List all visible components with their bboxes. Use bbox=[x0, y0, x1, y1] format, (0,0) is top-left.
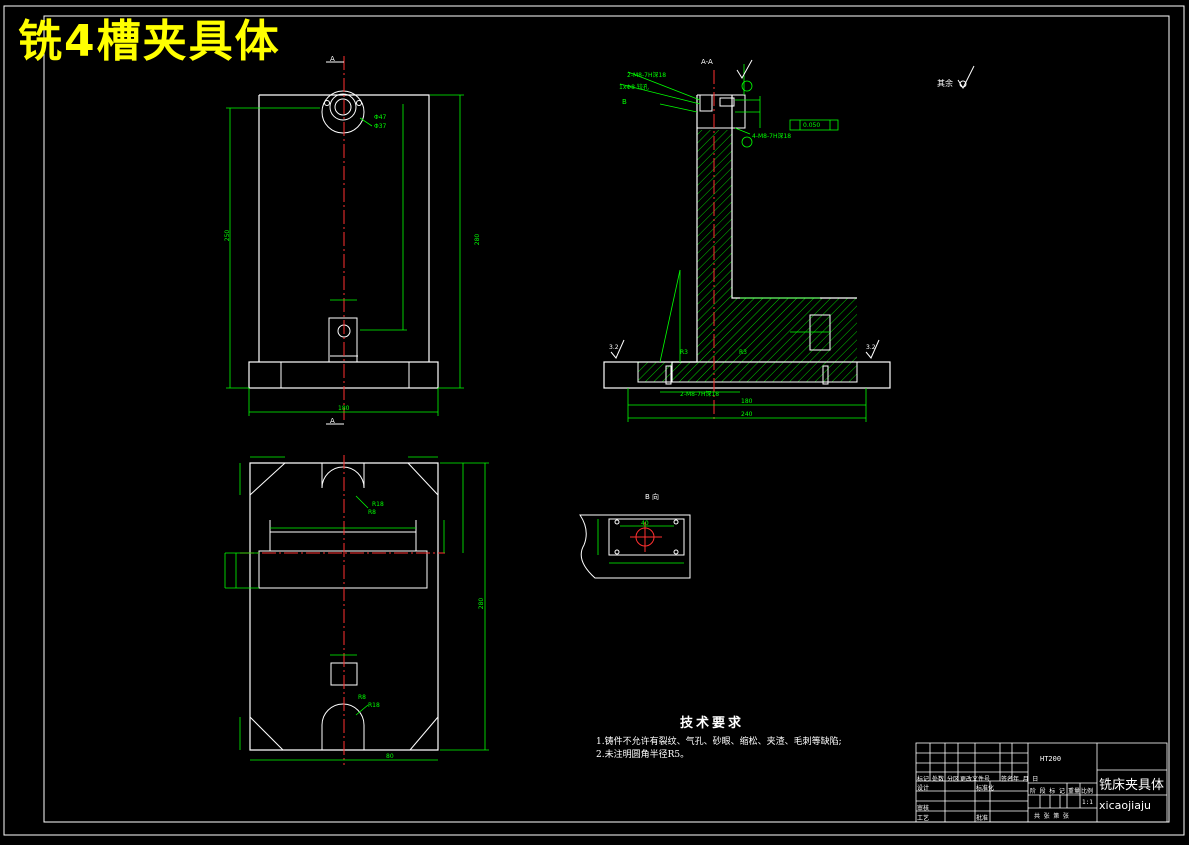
section-fillet-2: R3 bbox=[739, 349, 747, 356]
plan-width-dim: 80 bbox=[386, 753, 394, 760]
detail-dim: 40 bbox=[641, 520, 649, 527]
section-callout-1: 2-M8-7H深18 bbox=[627, 72, 667, 79]
plan-r1: R18 bbox=[372, 501, 384, 508]
title-block-part-name: 铣床夹具体 bbox=[1099, 778, 1165, 793]
title-block-material: HT200 bbox=[1040, 755, 1062, 763]
section-fillet-1: R3 bbox=[680, 349, 688, 356]
tb-header-2: 分区 bbox=[947, 776, 960, 783]
hole-dia-1: Φ47 bbox=[374, 114, 387, 121]
section-rough-1: 3.2 bbox=[609, 344, 619, 351]
plan-r3: R8 bbox=[358, 694, 366, 701]
tb-role-1: 审核 bbox=[917, 805, 930, 812]
tb-role-4: 批准 bbox=[976, 815, 989, 822]
hole-dia-2: Φ37 bbox=[374, 123, 387, 130]
section-label: A-A bbox=[701, 58, 713, 66]
plan-view bbox=[224, 455, 489, 765]
front-height-dim: 280 bbox=[474, 233, 482, 246]
section-callout-2: 4-M8-7H深18 bbox=[752, 133, 792, 140]
plan-r4: R18 bbox=[368, 702, 380, 709]
tb-stage-1: 重量 bbox=[1068, 788, 1081, 795]
tb-role-0: 设计 bbox=[917, 785, 930, 792]
title-block-designer-id: xicaojiaju bbox=[1099, 799, 1151, 812]
mark-b: B bbox=[622, 98, 627, 106]
tb-sheet: 共 张 第 张 bbox=[1034, 813, 1069, 820]
tb-header-1: 处数 bbox=[932, 776, 945, 783]
tech-req-item-2: 2.未注明圆角半径R5。 bbox=[596, 750, 690, 760]
section-mark-bottom: A bbox=[330, 417, 335, 425]
detail-b-label: B 向 bbox=[645, 493, 660, 501]
section-base-dim-1: 180 bbox=[741, 398, 753, 405]
section-callout-4: 1xΦ8 铰孔 bbox=[619, 84, 649, 91]
front-width-dim: 180 bbox=[338, 405, 350, 412]
section-mark-top: A bbox=[330, 55, 335, 63]
section-rough-2: 3.2 bbox=[866, 344, 876, 351]
tb-header-3: 更改文件号 bbox=[960, 776, 991, 783]
tech-req-item-1: 1.铸件不允许有裂纹、气孔、砂眼、缩松、夹渣、毛刺等缺陷; bbox=[596, 737, 842, 747]
tb-header-0: 标记 bbox=[917, 776, 930, 783]
section-base-dim-2: 240 bbox=[741, 411, 753, 418]
front-inner-height-dim: 250 bbox=[224, 229, 232, 242]
outer-border bbox=[3, 5, 1185, 836]
tb-stage-0: 阶 段 标 记 bbox=[1030, 788, 1065, 795]
front-view bbox=[226, 56, 464, 425]
plan-length-dim: 280 bbox=[478, 597, 486, 610]
title-block-lines bbox=[915, 742, 1168, 823]
detail-b-view bbox=[579, 514, 691, 579]
title-block-scale: 1:1 bbox=[1082, 799, 1093, 806]
section-tolerance: 0.050 bbox=[803, 122, 821, 129]
tb-role-2: 工艺 bbox=[917, 815, 930, 822]
tb-header-4: 签名 bbox=[1001, 776, 1014, 783]
section-callout-3: 2-M8-7H深18 bbox=[680, 391, 720, 398]
tech-req-heading: 技术要求 bbox=[680, 716, 745, 731]
section-view bbox=[603, 59, 975, 422]
drawing-banner-title: 铣4槽夹具体 bbox=[18, 16, 281, 67]
inner-border bbox=[43, 15, 1170, 823]
roughness-rest-label: 其余 bbox=[937, 79, 953, 88]
tb-stage-2: 比例 bbox=[1081, 788, 1094, 795]
tb-header-5: 年 月 日 bbox=[1013, 776, 1039, 783]
tb-role-3: 标准化 bbox=[976, 785, 995, 792]
plan-r2: R8 bbox=[368, 509, 376, 516]
